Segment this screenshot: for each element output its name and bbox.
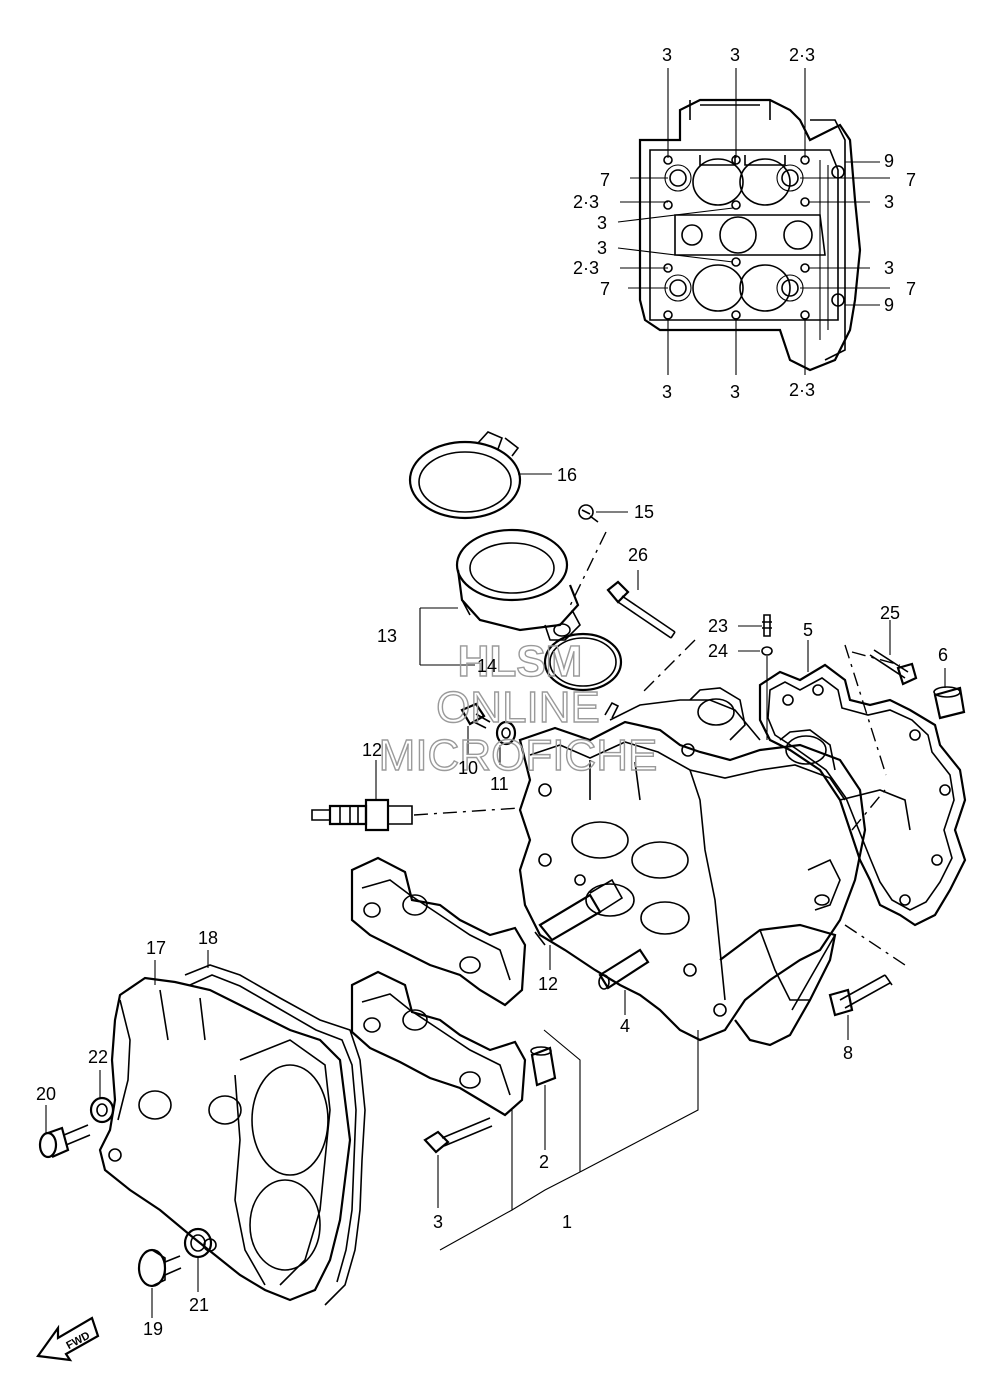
callout-label: 8 [843, 1043, 853, 1063]
callout-label: 3 [884, 258, 894, 278]
bolt-part-25 [869, 620, 918, 686]
gasket-part-18 [184, 950, 366, 1306]
callout-label: 9 [884, 295, 894, 315]
dowel-part-6 [933, 668, 966, 720]
bolt-part-26 [606, 570, 676, 639]
head-bolt-pattern-inset [617, 68, 890, 375]
screw-part-15 [567, 504, 628, 611]
gasket-part-5 [758, 640, 967, 927]
callout-label: 2·3 [789, 380, 815, 400]
watermark: HLSM ONLINE MICROFICHE [378, 636, 658, 780]
callout-label: 18 [198, 928, 218, 948]
washer-part-22 [89, 1070, 115, 1124]
callout-label: 16 [557, 465, 577, 485]
head-cover-part-17 [98, 960, 352, 1302]
callout-label: 25 [880, 603, 900, 623]
washer-part-21 [183, 1227, 213, 1292]
callout-label: 7 [600, 279, 610, 299]
callout-label: 5 [803, 620, 813, 640]
callout-label: 3 [730, 45, 740, 65]
callout-label: 20 [36, 1084, 56, 1104]
callout-label: 26 [628, 545, 648, 565]
callout-label: 19 [143, 1319, 163, 1339]
callout-label: 9 [884, 151, 894, 171]
callout-label: 2 [539, 1152, 549, 1172]
callout-label: 4 [620, 1016, 630, 1036]
callout-label: 11 [490, 774, 509, 794]
camshaft-holder-upper [350, 856, 527, 1007]
washer-part-24 [738, 646, 773, 740]
callout-label: 2·3 [789, 45, 815, 65]
guide-part-4 [598, 948, 650, 1015]
dowel-part-2 [530, 1046, 557, 1150]
bolt-part-3 [423, 1110, 581, 1251]
callout-label: 15 [634, 502, 654, 522]
callout-label: 7 [906, 170, 916, 190]
callout-label: 23 [708, 616, 728, 636]
fwd-arrow-icon: FWD [36, 1316, 100, 1362]
watermark-line-3: MICROFICHE [379, 731, 658, 780]
callout-labels: 3 3 2·3 9 7 7 2·3 3 3 3 2·3 3 7 7 9 3 3 … [36, 45, 948, 1339]
callout-label: 3 [730, 382, 740, 402]
callout-label: 7 [906, 279, 916, 299]
callout-label: 10 [458, 758, 478, 778]
callout-label: 12 [538, 974, 558, 994]
callout-label: 3 [662, 45, 672, 65]
bolt-part-19 [137, 1248, 182, 1318]
callout-label: 6 [938, 645, 948, 665]
callout-label: 3 [597, 213, 607, 233]
camshaft-holder-lower [350, 970, 527, 1117]
bolt-part-20 [38, 1105, 91, 1159]
washer-part-11 [495, 720, 517, 765]
spark-plug-part-12-upper [311, 760, 521, 832]
callout-label: 21 [189, 1295, 209, 1315]
callout-label: 17 [146, 938, 166, 958]
callout-label: 3 [662, 382, 672, 402]
intake-pipe-part-13 [419, 528, 623, 692]
watermark-line-1: HLSM [458, 637, 583, 686]
watermark-line-2: ONLINE [436, 683, 600, 732]
bolt-part-8 [828, 974, 893, 1040]
callout-label: 3 [884, 192, 894, 212]
callout-label: 7 [600, 170, 610, 190]
callout-label: 2·3 [573, 258, 599, 278]
plug-part-10 [460, 702, 491, 755]
callout-label: 3 [597, 238, 607, 258]
callout-label: 2·3 [573, 192, 599, 212]
cylinder-head-part-1 [518, 639, 911, 1173]
callout-label: 13 [377, 626, 397, 646]
callout-label: 12 [362, 740, 382, 760]
callout-label: 22 [88, 1047, 108, 1067]
callout-label: 3 [433, 1212, 443, 1232]
spark-plug-part-12-lower [534, 878, 624, 970]
clamp-part-16 [408, 431, 552, 520]
callout-label: 14 [477, 656, 497, 676]
callout-label: 1 [562, 1212, 572, 1232]
callout-label: 24 [708, 641, 728, 661]
stud-part-23 [738, 614, 772, 637]
